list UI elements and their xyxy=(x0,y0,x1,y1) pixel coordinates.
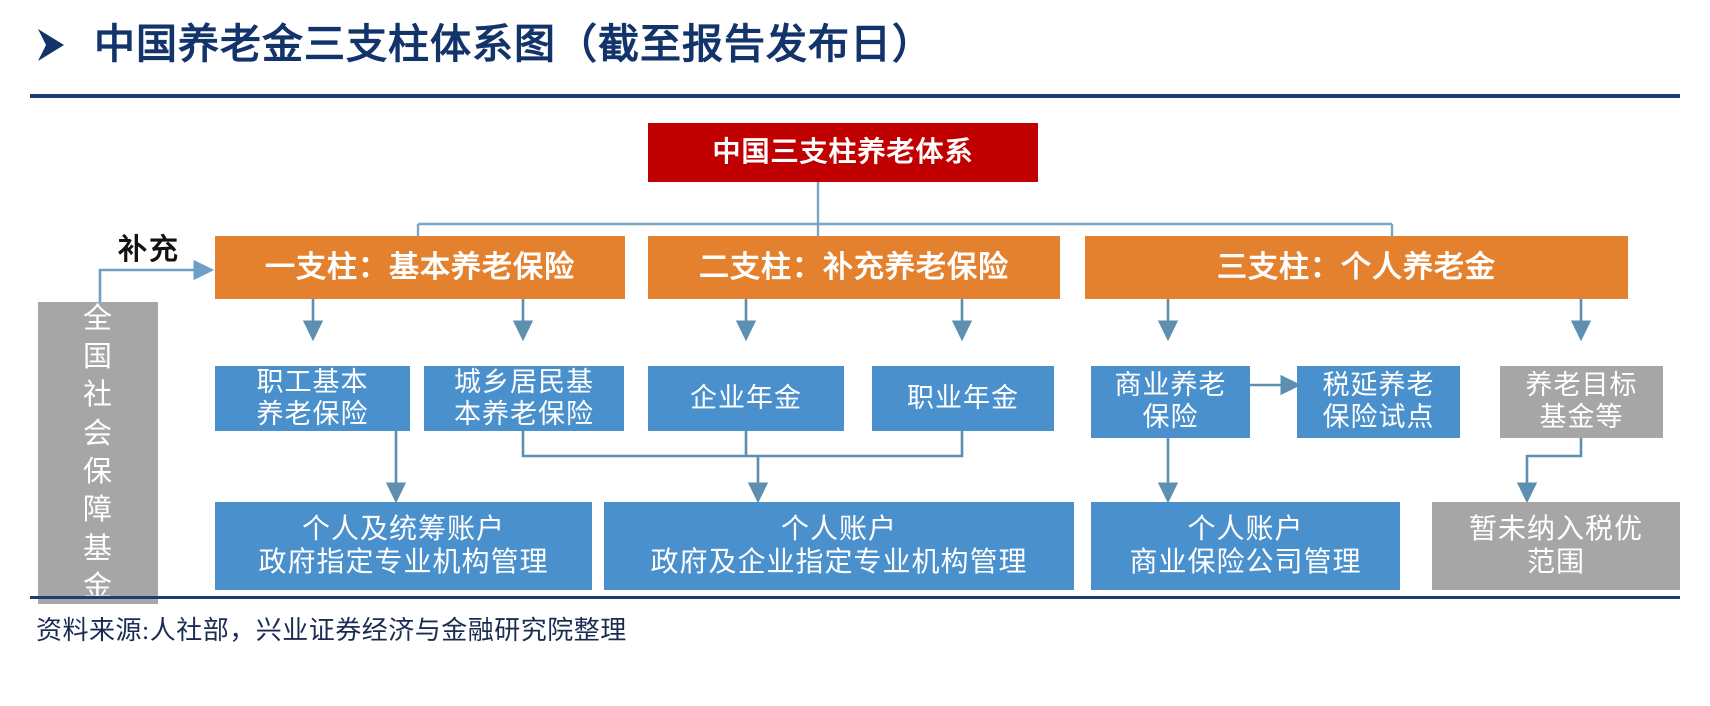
leaf-node-enterprise-annuity[interactable]: 企业年金 xyxy=(648,366,844,431)
pillar-node-3[interactable]: 三支柱：个人养老金 xyxy=(1085,236,1628,299)
leaf-node-occupational-annuity[interactable]: 职业年金 xyxy=(872,366,1054,431)
account-1-label: 个人及统筹账户 政府指定专业机构管理 xyxy=(258,513,549,578)
leaf-node-employee-basic-pension[interactable]: 职工基本 养老保险 xyxy=(215,366,410,431)
page-title-text: 中国养老金三支柱体系图（截至报告发布日） xyxy=(94,21,934,67)
account-4-label: 暂未纳入税优 范围 xyxy=(1468,513,1643,578)
account-node-not-yet-tax-favored[interactable]: 暂未纳入税优 范围 xyxy=(1432,502,1680,590)
root-node-label: 中国三支柱养老体系 xyxy=(712,136,974,168)
title-divider xyxy=(30,94,1680,98)
source-note: 资料来源:人社部，兴业证券经济与金融研究院整理 xyxy=(36,616,627,645)
node-national-social-security-fund[interactable]: 全 国 社 会 保 障 基 金 xyxy=(38,302,158,604)
pillar-2-label: 二支柱：补充养老保险 xyxy=(699,250,1009,284)
account-3-label: 个人账户 商业保险公司管理 xyxy=(1129,513,1362,578)
leaf-3-label: 企业年金 xyxy=(690,382,802,413)
leaf-1-label: 职工基本 养老保险 xyxy=(256,366,369,429)
leaf-node-commercial-pension-insurance[interactable]: 商业养老 保险 xyxy=(1091,366,1250,438)
arrow-right-bullet-icon xyxy=(38,28,64,61)
leaf-5-label: 商业养老 保险 xyxy=(1114,370,1227,432)
national-fund-label: 全 国 社 会 保 障 基 金 xyxy=(82,302,113,603)
leaf-4-label: 职业年金 xyxy=(907,382,1019,413)
root-node-china-three-pillar-system[interactable]: 中国三支柱养老体系 xyxy=(648,123,1038,182)
leaf-7-label: 养老目标 基金等 xyxy=(1525,370,1638,432)
leaf-2-label: 城乡居民基 本养老保险 xyxy=(454,366,594,429)
leaf-node-urban-rural-resident-pension[interactable]: 城乡居民基 本养老保险 xyxy=(424,366,624,431)
pillar-3-label: 三支柱：个人养老金 xyxy=(1217,250,1496,284)
leaf-node-tax-deferred-pension-pilot[interactable]: 税延养老 保险试点 xyxy=(1297,366,1460,438)
pillar-1-label: 一支柱：基本养老保险 xyxy=(265,250,575,284)
page-title: 中国养老金三支柱体系图（截至报告发布日） xyxy=(34,24,934,65)
pillar-node-2[interactable]: 二支柱：补充养老保险 xyxy=(648,236,1060,299)
account-node-individual-and-pooled[interactable]: 个人及统筹账户 政府指定专业机构管理 xyxy=(215,502,592,590)
relation-label-supplement: 补充 xyxy=(118,234,181,266)
account-node-individual-gov-enterprise[interactable]: 个人账户 政府及企业指定专业机构管理 xyxy=(604,502,1074,590)
footer-divider xyxy=(30,596,1680,599)
account-2-label: 个人账户 政府及企业指定专业机构管理 xyxy=(650,513,1028,578)
leaf-node-pension-target-fund[interactable]: 养老目标 基金等 xyxy=(1500,366,1663,438)
account-node-individual-commercial-insurer[interactable]: 个人账户 商业保险公司管理 xyxy=(1091,502,1400,590)
leaf-6-label: 税延养老 保险试点 xyxy=(1322,370,1435,432)
pillar-node-1[interactable]: 一支柱：基本养老保险 xyxy=(215,236,625,299)
